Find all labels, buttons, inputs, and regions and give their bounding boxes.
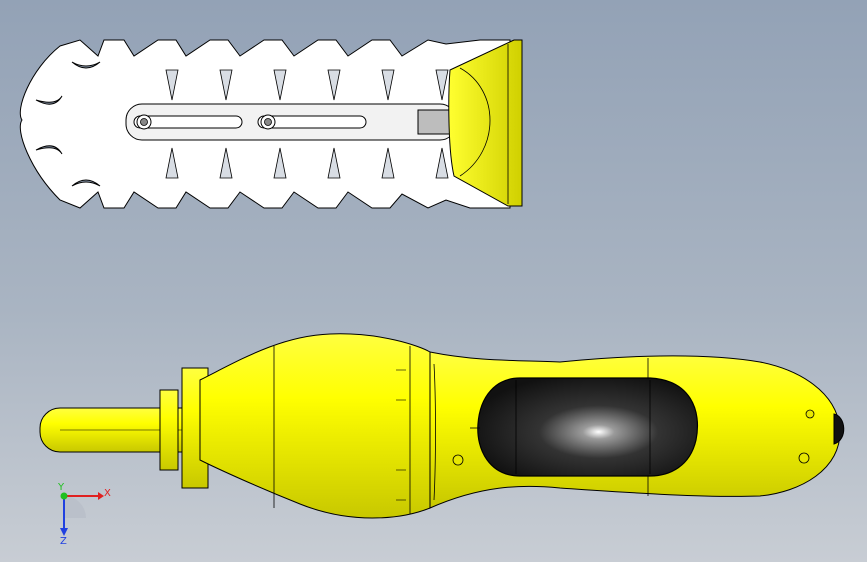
y-axis-dot [60,492,68,500]
blade-top-view[interactable] [19,39,523,209]
triad-x-label: X [104,488,111,499]
blade-slots [35,61,101,187]
rubber-grip[interactable] [477,377,699,477]
gearbox-cup[interactable] [448,39,523,207]
screw-hole-rear [798,452,810,464]
blade-slot-2 [257,115,367,129]
blade-slot-1 [133,115,243,129]
motor-housing[interactable] [199,333,431,519]
end-cap-knob[interactable] [833,413,845,445]
screw-hole-front [452,454,464,466]
trimmer-body-side-view[interactable] [39,333,845,519]
vent-marks [396,369,406,501]
axis-triad: X Y Z [57,482,111,547]
screw-hole-top [805,409,815,419]
triad-y-label: Y [57,482,65,493]
triad-z-label: Z [60,536,67,547]
bolt-1[interactable] [136,114,152,130]
blade-teeth [165,69,449,179]
bolt-2[interactable] [260,114,276,130]
